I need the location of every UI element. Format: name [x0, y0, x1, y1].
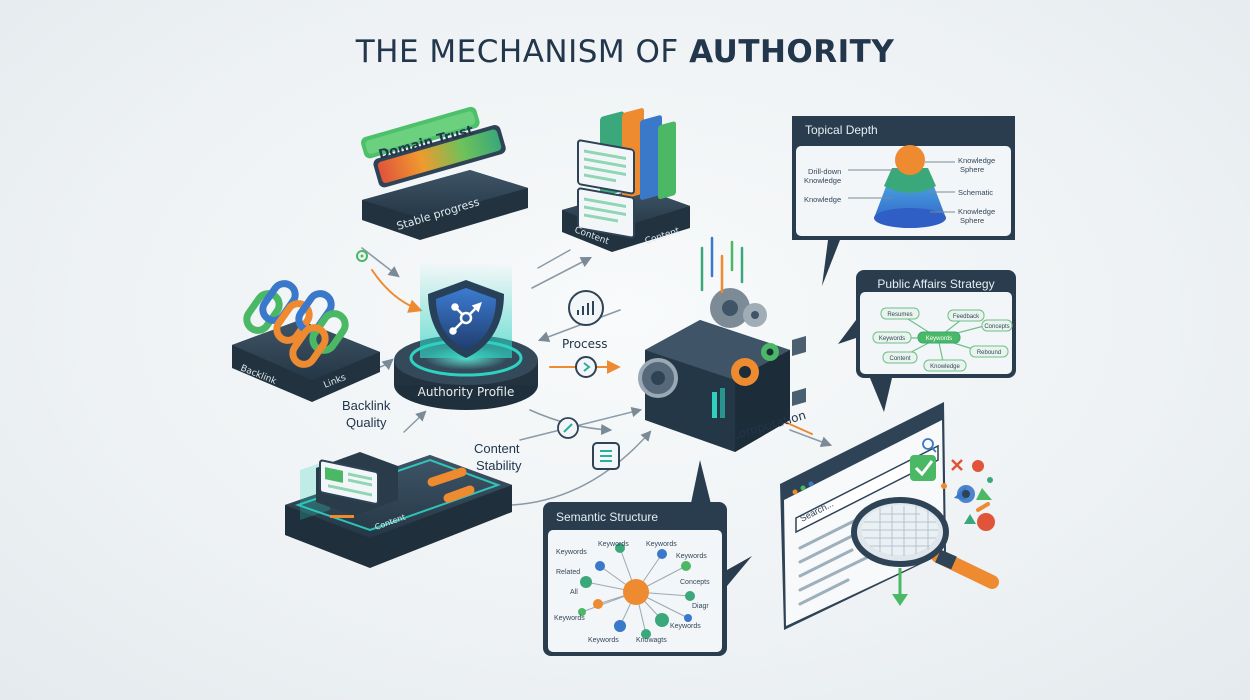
computation-engine-node — [638, 236, 806, 452]
topical-depth-right-label: Knowledge — [958, 156, 995, 165]
document-icon — [592, 442, 620, 470]
decorative-confetti — [941, 459, 995, 531]
arrow-trust-guide — [361, 247, 400, 278]
topical-depth-right-label: Sphere — [960, 216, 984, 225]
topical-depth-right-label: Knowledge — [958, 207, 995, 216]
semantic-label: Concepts — [680, 579, 710, 586]
topical-depth-left-label: Knowledge — [804, 176, 841, 185]
topical-depth-right-label: Sphere — [960, 165, 984, 174]
semantic-label: Keywords — [554, 615, 585, 622]
arrow-stability-to-engine — [511, 430, 652, 506]
semantic-label: Knowagts — [636, 637, 667, 644]
backlink-quality-label-line1: Backlink — [342, 398, 391, 413]
semantic-label: All — [570, 589, 578, 596]
topical-depth-panel — [792, 116, 1015, 286]
public-affairs-label: Concepts — [984, 324, 1009, 330]
semantic-label: Keywords — [676, 553, 707, 560]
public-affairs-label: Keywords — [879, 336, 905, 342]
authority-profile-label: Authority Profile — [418, 385, 515, 399]
public-affairs-label: Knowledge — [930, 364, 960, 370]
content-stability-label-line1: Content — [474, 441, 520, 456]
topical-depth-title: Topical Depth — [805, 123, 878, 137]
public-affairs-label: Resumes — [887, 312, 912, 318]
arrow-engine-to-search — [789, 429, 833, 448]
title-emphasis: AUTHORITY — [689, 34, 895, 70]
semantic-label: Keywords — [598, 541, 629, 548]
process-arrow-icon — [575, 356, 597, 378]
title-prefix: THE MECHANISM OF — [355, 34, 690, 70]
public-affairs-label: Rebound — [977, 350, 1001, 356]
topical-depth-left-label: Drill-down — [808, 167, 841, 176]
link-icon — [557, 417, 579, 439]
arrow-engine-to-search-orange — [784, 421, 813, 435]
semantic-label: Diagr — [692, 603, 709, 610]
backlink-quality-label-line2: Quality — [346, 415, 387, 430]
topical-depth-right-label: Schematic — [958, 188, 993, 197]
semantic-label: Keywords — [670, 623, 701, 630]
arrow-quality-up — [403, 410, 427, 433]
backlinks-node — [232, 280, 380, 402]
public-affairs-label: Feedback — [953, 314, 980, 320]
semantic-label: Related — [556, 569, 580, 576]
authority-profile-node — [394, 262, 538, 410]
public-affairs-label: Content — [889, 356, 910, 362]
share-network-icon — [449, 302, 482, 335]
public-affairs-title: Public Affairs Strategy — [877, 277, 994, 291]
spinning-gear-icon — [731, 343, 779, 386]
public-affairs-panel — [838, 270, 1016, 412]
page-title: THE MECHANISM OF AUTHORITY — [0, 34, 1250, 70]
process-label: Process — [562, 337, 608, 351]
domain-trust-node — [361, 106, 528, 240]
arrow-trust-to-authority — [371, 269, 423, 313]
content-stack-node — [562, 108, 690, 252]
data-spike-icon — [700, 236, 744, 294]
topical-depth-left-label: Knowledge — [804, 195, 841, 204]
magnifying-glass-icon — [851, 497, 999, 606]
semantic-structure-title: Semantic Structure — [556, 510, 658, 524]
semantic-label: Keywords — [588, 637, 619, 644]
semantic-structure-panel — [543, 460, 752, 656]
search-icon[interactable] — [922, 438, 937, 453]
arrow-content-back — [537, 309, 621, 343]
gear-icon — [710, 288, 767, 328]
check-icon — [914, 460, 934, 477]
gear-icon — [356, 250, 368, 262]
public-affairs-label: Keywords — [926, 336, 952, 342]
content-stability-node — [285, 452, 512, 568]
arrow-authority-to-content — [531, 256, 592, 289]
arrow-authority-to-content-2 — [537, 249, 571, 269]
semantic-hub-node — [623, 579, 649, 605]
content-stability-label-line2: Stability — [476, 458, 522, 473]
check-badge — [910, 455, 936, 481]
semantic-label: Keywords — [646, 541, 677, 548]
chart-icon — [568, 290, 604, 326]
chain-links-icon — [243, 280, 349, 368]
semantic-label: Keywords — [556, 549, 587, 556]
arrow-quality — [519, 406, 643, 441]
